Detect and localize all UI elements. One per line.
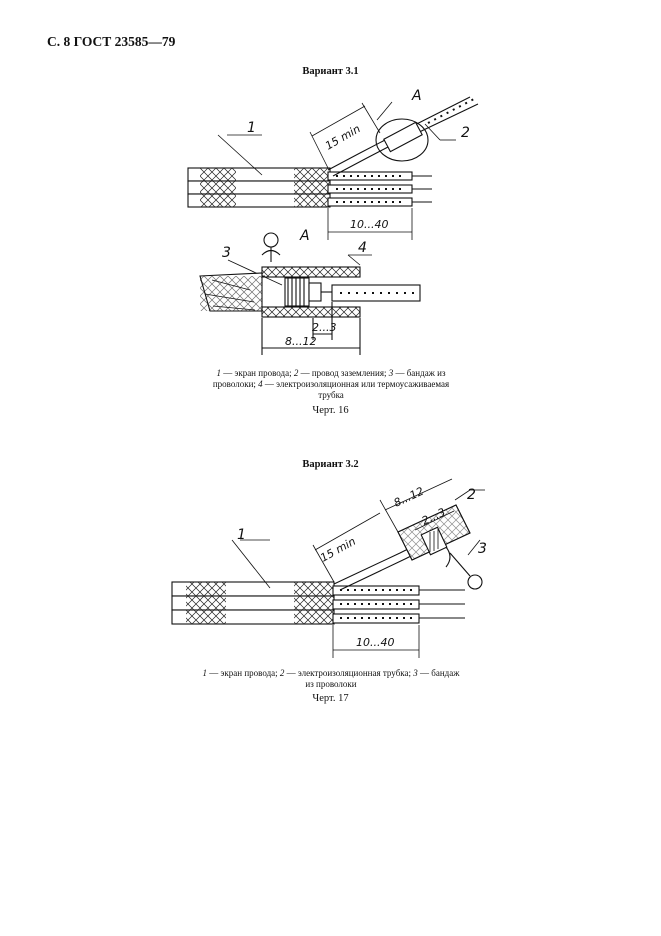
figure-16-legend: 1 — экран провода; 2 — провод заземления…	[186, 368, 476, 401]
figure-16	[187, 96, 479, 355]
dimensions-17	[231, 478, 485, 658]
ground-wire-16	[327, 96, 479, 177]
cable-bundle-16	[187, 167, 331, 208]
fig16-label-3: 3	[222, 245, 231, 261]
figure-16-caption: Черт. 16	[312, 405, 349, 416]
fig17-dim-15min: 15 min	[318, 535, 358, 565]
fig16-dim-2-3: 2...3	[312, 321, 337, 334]
variant-3-2-title: Вариант 3.2	[302, 459, 359, 470]
legend-17-line-2: из проволоки	[305, 679, 357, 689]
detail-a-16	[199, 232, 421, 355]
fig16-label-4: 4	[358, 240, 367, 256]
angled-branch-17	[333, 504, 483, 591]
fig17-label-2: 2	[467, 487, 476, 503]
exposed-wires-16	[327, 171, 432, 207]
figure-17	[171, 478, 485, 658]
fig16-label-1: 1	[247, 120, 256, 136]
fig16-label-detail-a: А	[299, 228, 310, 244]
fig17-dim-8-12: 8...12	[392, 485, 426, 510]
fig16-dim-8-12: 8...12	[285, 335, 317, 348]
figure-17-caption: Черт. 17	[312, 693, 349, 704]
exposed-wires-17	[332, 585, 465, 624]
legend-16-line-2: проволоки; 4 — электроизоляционная или т…	[212, 379, 450, 389]
dimensions-16	[217, 101, 456, 286]
legend-17-line-1: 1 — экран провода; 2 — электроизоляционн…	[202, 668, 460, 678]
fig17-label-3: 3	[478, 541, 487, 557]
legend-16-line-1: 1 — экран провода; 2 — провод заземления…	[216, 368, 446, 378]
fig17-label-1: 1	[237, 527, 246, 543]
cable-bundle-17	[171, 581, 335, 625]
page-header: С. 8 ГОСТ 23585—79	[47, 34, 176, 49]
figure-17-legend: 1 — экран провода; 2 — электроизоляционн…	[186, 668, 476, 690]
fig16-dim-10-40: 10...40	[350, 218, 388, 231]
variant-3-1-title: Вариант 3.1	[302, 66, 359, 77]
fig16-label-2: 2	[461, 125, 470, 141]
fig16-label-view-a: А	[411, 88, 422, 104]
legend-16-line-3: трубка	[318, 390, 344, 400]
fig17-dim-10-40: 10...40	[356, 636, 394, 649]
